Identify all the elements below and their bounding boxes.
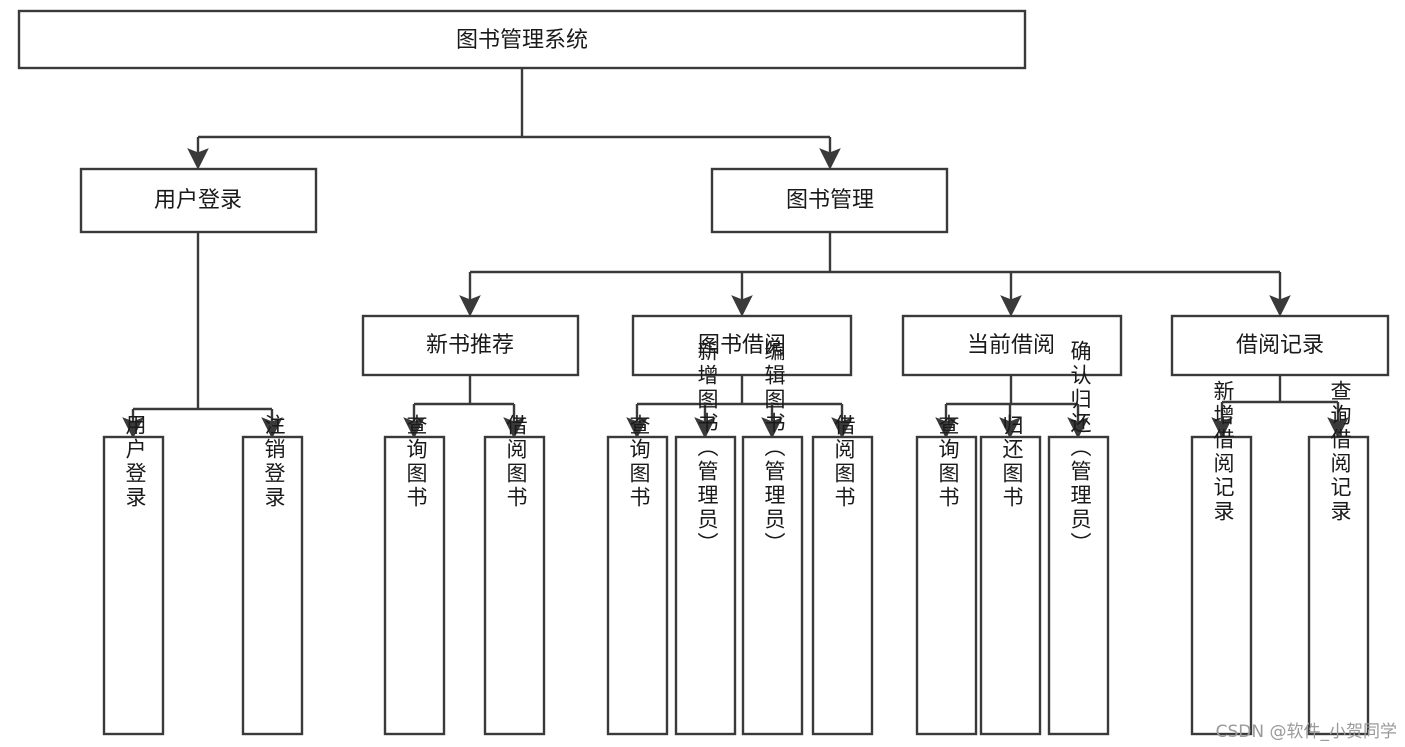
node-root-box[interactable] — [17, 9, 1027, 70]
connector-newbook-to-leaves — [403, 376, 525, 439]
node-leaf-borrow-edit-label: 编辑图书（管理员） — [762, 340, 786, 556]
node-root[interactable]: 图书管理系统 — [17, 9, 1027, 70]
node-records[interactable]: 借阅记录 — [1170, 314, 1390, 377]
node-leaf-records-query[interactable]: 查询借阅记录 — [1307, 380, 1370, 736]
node-current-label: 当前借阅 — [967, 333, 1055, 358]
node-leaf-borrow-query-box[interactable] — [606, 435, 669, 736]
node-current-box[interactable] — [901, 314, 1123, 377]
node-leaf-records-query-label: 查询借阅记录 — [1328, 380, 1352, 524]
node-leaf-records-add-label: 新增借阅记录 — [1211, 380, 1235, 524]
node-leaf-newbook-query-box[interactable] — [383, 435, 446, 736]
node-leaf-borrow-lend-box[interactable] — [811, 435, 874, 736]
node-leaf-newbook-borrow-label: 借阅图书 — [504, 414, 528, 510]
node-leaf-borrow-lend-label: 借阅图书 — [832, 414, 856, 510]
node-leaf-newbook-borrow[interactable]: 借阅图书 — [483, 414, 546, 736]
connector-bookmgmt-to-level3 — [459, 233, 1291, 317]
node-leaf-current-query-box[interactable] — [915, 435, 978, 736]
node-leaf-user-logout-label: 注销登录 — [262, 414, 286, 510]
node-leaf-borrow-edit[interactable]: 编辑图书（管理员） — [741, 340, 804, 736]
node-login[interactable]: 用户登录 — [79, 167, 318, 234]
node-leaf-current-return-box[interactable] — [979, 435, 1042, 736]
node-leaf-newbook-query-label: 查询图书 — [404, 414, 428, 510]
connector-root-to-level2 — [187, 69, 841, 170]
node-login-box[interactable] — [79, 167, 318, 234]
node-login-label: 用户登录 — [154, 188, 242, 213]
node-leaf-borrow-query-label: 查询图书 — [627, 414, 651, 510]
node-bookmgmt[interactable]: 图书管理 — [710, 167, 949, 234]
node-newbook-box[interactable] — [361, 314, 580, 377]
connector-borrow-to-leaves — [626, 376, 853, 439]
node-leaf-borrow-add-box[interactable] — [674, 435, 737, 736]
node-leaf-user-logout[interactable]: 注销登录 — [241, 414, 304, 736]
node-newbook[interactable]: 新书推荐 — [361, 314, 580, 377]
node-borrow-box[interactable] — [631, 314, 853, 377]
node-leaf-records-query-box[interactable] — [1307, 435, 1370, 736]
node-leaf-current-query[interactable]: 查询图书 — [915, 414, 978, 736]
node-leaf-current-return-label: 归还图书 — [1000, 414, 1024, 510]
node-leaf-newbook-borrow-box[interactable] — [483, 435, 546, 736]
node-leaf-current-confirm[interactable]: 确认归还（管理员） — [1047, 340, 1110, 736]
node-root-label: 图书管理系统 — [456, 28, 588, 53]
node-leaf-current-confirm-label: 确认归还（管理员） — [1068, 340, 1092, 556]
node-leaf-borrow-lend[interactable]: 借阅图书 — [811, 414, 874, 736]
connector-records-to-leaves — [1211, 376, 1349, 439]
node-leaf-borrow-edit-box[interactable] — [741, 435, 804, 736]
node-leaf-borrow-add-label: 新增图书（管理员） — [695, 340, 719, 556]
node-leaf-user-logout-box[interactable] — [241, 435, 304, 736]
node-current[interactable]: 当前借阅 — [901, 314, 1123, 377]
node-leaf-borrow-add[interactable]: 新增图书（管理员） — [674, 340, 737, 736]
node-leaf-user-login-label: 用户登录 — [123, 414, 147, 510]
node-newbook-label: 新书推荐 — [426, 333, 514, 358]
node-leaf-user-login-box[interactable] — [102, 435, 165, 736]
node-leaf-borrow-query[interactable]: 查询图书 — [606, 414, 669, 736]
node-leaf-records-add-box[interactable] — [1190, 435, 1253, 736]
node-leaf-newbook-query[interactable]: 查询图书 — [383, 414, 446, 736]
node-records-label: 借阅记录 — [1236, 333, 1324, 358]
node-leaf-user-login[interactable]: 用户登录 — [102, 414, 165, 736]
connector-current-to-leaves — [935, 376, 1089, 439]
node-leaf-current-confirm-box[interactable] — [1047, 435, 1110, 736]
node-leaf-current-query-label: 查询图书 — [936, 414, 960, 510]
node-leaf-current-return[interactable]: 归还图书 — [979, 414, 1042, 736]
connector-login-to-leaves — [122, 233, 283, 439]
node-leaf-records-add[interactable]: 新增借阅记录 — [1190, 380, 1253, 736]
node-borrow-label: 图书借阅 — [698, 333, 786, 358]
node-bookmgmt-box[interactable] — [710, 167, 949, 234]
node-records-box[interactable] — [1170, 314, 1390, 377]
node-bookmgmt-label: 图书管理 — [786, 188, 874, 213]
node-borrow[interactable]: 图书借阅 — [631, 314, 853, 377]
